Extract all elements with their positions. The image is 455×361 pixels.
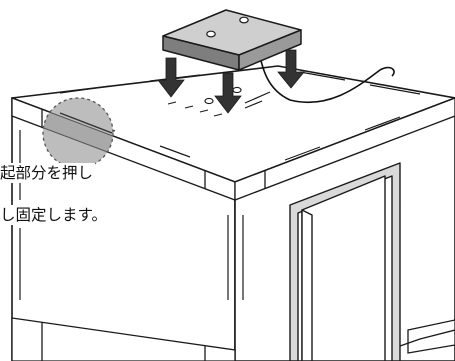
instruction-text-line-1: 起部分を押し [0, 163, 96, 183]
sensor-device [162, 9, 302, 71]
device-cable [257, 45, 395, 104]
device-side [238, 29, 302, 71]
door [289, 162, 455, 361]
door-edge [301, 209, 313, 361]
down-arrow-icon [157, 49, 305, 114]
mounting-holes [167, 86, 242, 117]
instruction-text-line-2: し固定します。 [0, 205, 109, 225]
face-edges [19, 130, 244, 300]
